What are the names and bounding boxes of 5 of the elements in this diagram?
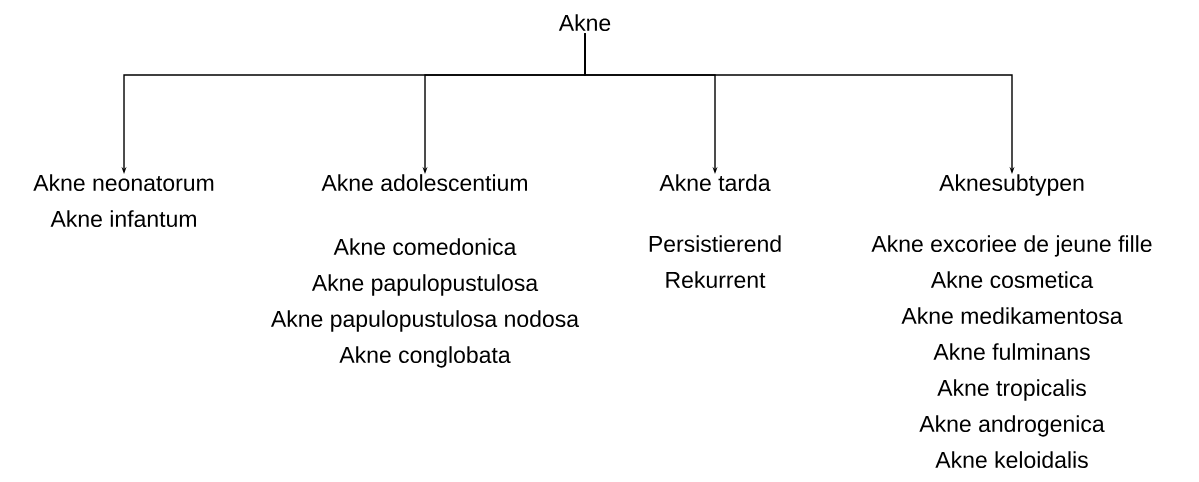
category-text: Akne (558, 14, 611, 32)
category-text: Akne tarda Persistierend Rekurrent (649, 174, 781, 289)
category-text: Aknesubtypen Akne excoriee de jeune fille Akne cosmetica Akne medikamentosa Akne fulminans Akne tropicalis Akne androgenica Akne keloidalis (871, 174, 1152, 469)
category-text: Akne neonatorum Akne infantum (33, 174, 214, 228)
category-text: Akne adolescentium Akne comedonica Akne papulopustulosa Akne papulopustulosa nodosa Akne conglobata (270, 174, 580, 368)
